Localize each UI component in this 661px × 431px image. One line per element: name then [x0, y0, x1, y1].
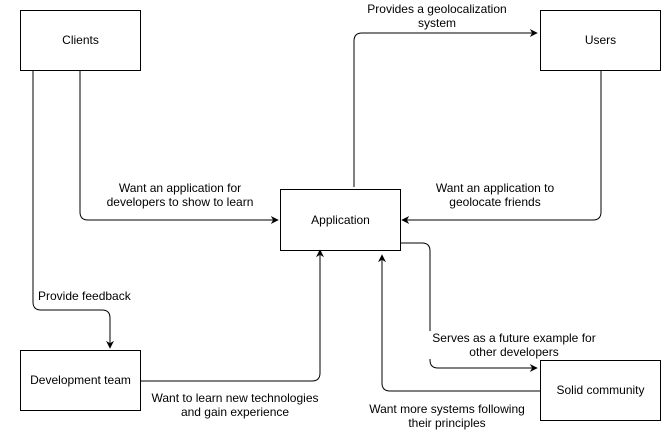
edge-label-line: system [417, 16, 456, 30]
edge-label-application-to-solid-community: Serves as a future example for other dev… [424, 331, 604, 359]
edge-label-application-to-users: Provides a geolocalization system [352, 2, 522, 30]
edge-development-team-to-application [141, 249, 324, 382]
edge-clients-to-application [79, 71, 279, 224]
node-solid-community-label: Solid community [556, 383, 645, 398]
node-application[interactable]: Application [280, 189, 401, 251]
node-users-label: Users [584, 33, 617, 48]
edge-label-line: developers to show to learn [106, 195, 254, 209]
edge-clients-to-development-team [32, 71, 114, 349]
edge-label-line: Serves as a future example for [432, 331, 596, 345]
node-users[interactable]: Users [540, 10, 661, 71]
edge-users-to-application [401, 71, 602, 224]
edge-label-solid-community-to-application: Want more systems following their princi… [362, 402, 532, 430]
edge-label-line: Want to learn new technologies [151, 391, 319, 405]
node-solid-community[interactable]: Solid community [540, 360, 661, 421]
edge-label-line: geolocate friends [449, 195, 541, 209]
edge-application-to-solid-community [400, 242, 538, 372]
edge-solid-community-to-application [378, 254, 540, 392]
edge-label-line: their principles [408, 416, 486, 430]
edge-label-line: Want an application to [435, 181, 555, 195]
edge-application-to-users [353, 29, 538, 187]
edge-label-line: Provide feedback [38, 289, 131, 303]
node-clients-label: Clients [62, 33, 99, 48]
edge-label-line: and gain experience [180, 405, 290, 419]
edge-label-line: other developers [469, 345, 559, 359]
edge-label-development-team-to-application: Want to learn new technologies and gain … [140, 391, 330, 419]
edge-label-line: Want more systems following [369, 402, 525, 416]
edge-label-users-to-application: Want an application to geolocate friends [420, 181, 570, 209]
node-development-team[interactable]: Development team [20, 350, 141, 411]
edge-label-line: Want an application for [118, 181, 242, 195]
node-clients[interactable]: Clients [20, 10, 141, 71]
node-application-label: Application [311, 212, 370, 227]
edge-label-clients-to-application: Want an application for developers to sh… [95, 181, 265, 209]
node-development-team-label: Development team [30, 373, 131, 388]
edge-label-clients-to-development-team: Provide feedback [38, 289, 134, 303]
edge-label-line: Provides a geolocalization [367, 2, 507, 16]
